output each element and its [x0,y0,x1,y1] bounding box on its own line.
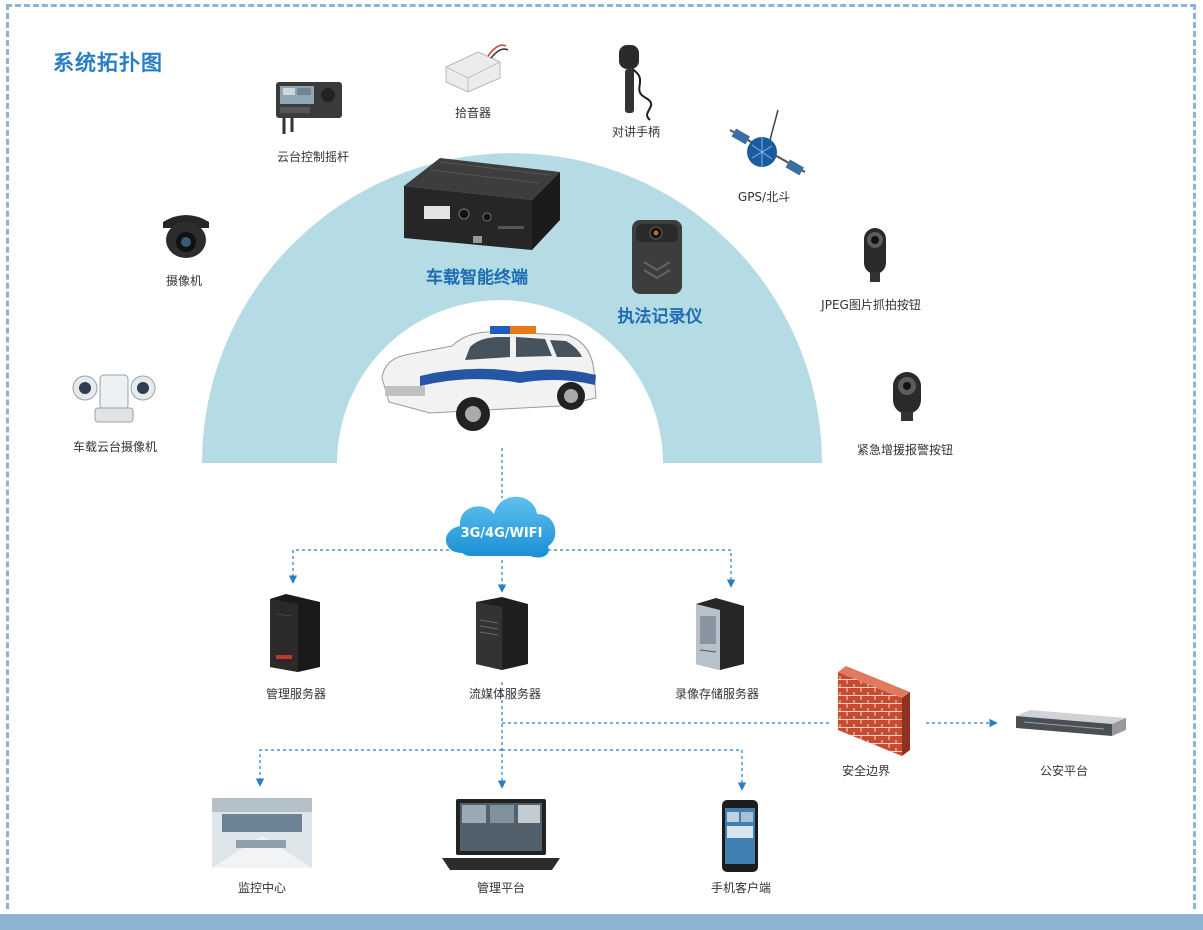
management-server-label: 管理服务器 [265,687,327,701]
network-lines [255,448,998,791]
cloud-label: 3G/4G/WIFI [460,526,543,541]
network-cloud [445,496,556,558]
page-title: 系统拓扑图 [53,51,163,75]
dome-camera-icon [163,215,209,258]
boundary-label: 安全边界 [841,764,891,778]
pickup-icon [445,44,509,93]
ptz-joystick-label: 云台控制摇杆 [276,150,350,164]
ptz-joystick-icon [276,82,342,134]
jpeg-button-icon [864,228,886,282]
storage-server-label: 录像存储服务器 [674,687,760,701]
firewall-icon [838,666,910,756]
police-platform-label: 公安平台 [1039,764,1089,778]
police-car-icon [381,326,597,431]
emergency-button-label: 紧急增援报警按钮 [856,443,954,457]
gps-satellite-icon [729,109,806,176]
terminal-label: 车载智能终端 [426,268,528,288]
camera-label: 摄像机 [165,274,203,288]
body-recorder-icon [632,220,682,294]
bottom-bar [0,914,1203,930]
monitor-center-icon [212,798,312,868]
monitor-center-label: 监控中心 [237,881,287,895]
intercom-icon [619,45,653,121]
ptz-camera-label: 车载云台摄像机 [72,440,158,454]
streaming-server-icon [476,597,528,670]
pickup-label: 拾音器 [454,106,492,120]
police-platform-icon [1016,710,1126,736]
management-platform-label: 管理平台 [476,881,526,895]
streaming-server-label: 流媒体服务器 [468,687,542,701]
terminal-icon [404,158,560,250]
storage-server-icon [696,598,744,670]
phone-icon [722,800,758,872]
mobile-client-label: 手机客户端 [710,881,772,895]
jpeg-button-label: JPEG图片抓拍按钮 [821,298,921,312]
intercom-label: 对讲手柄 [611,125,661,139]
laptop-icon [442,799,560,870]
dashed-frame [6,4,1196,909]
recorder-label: 执法记录仪 [617,307,703,327]
management-server-icon [270,594,320,672]
emergency-button-icon [893,372,921,421]
ptz-camera-icon [72,374,156,423]
gps-label: GPS/北斗 [737,190,791,204]
